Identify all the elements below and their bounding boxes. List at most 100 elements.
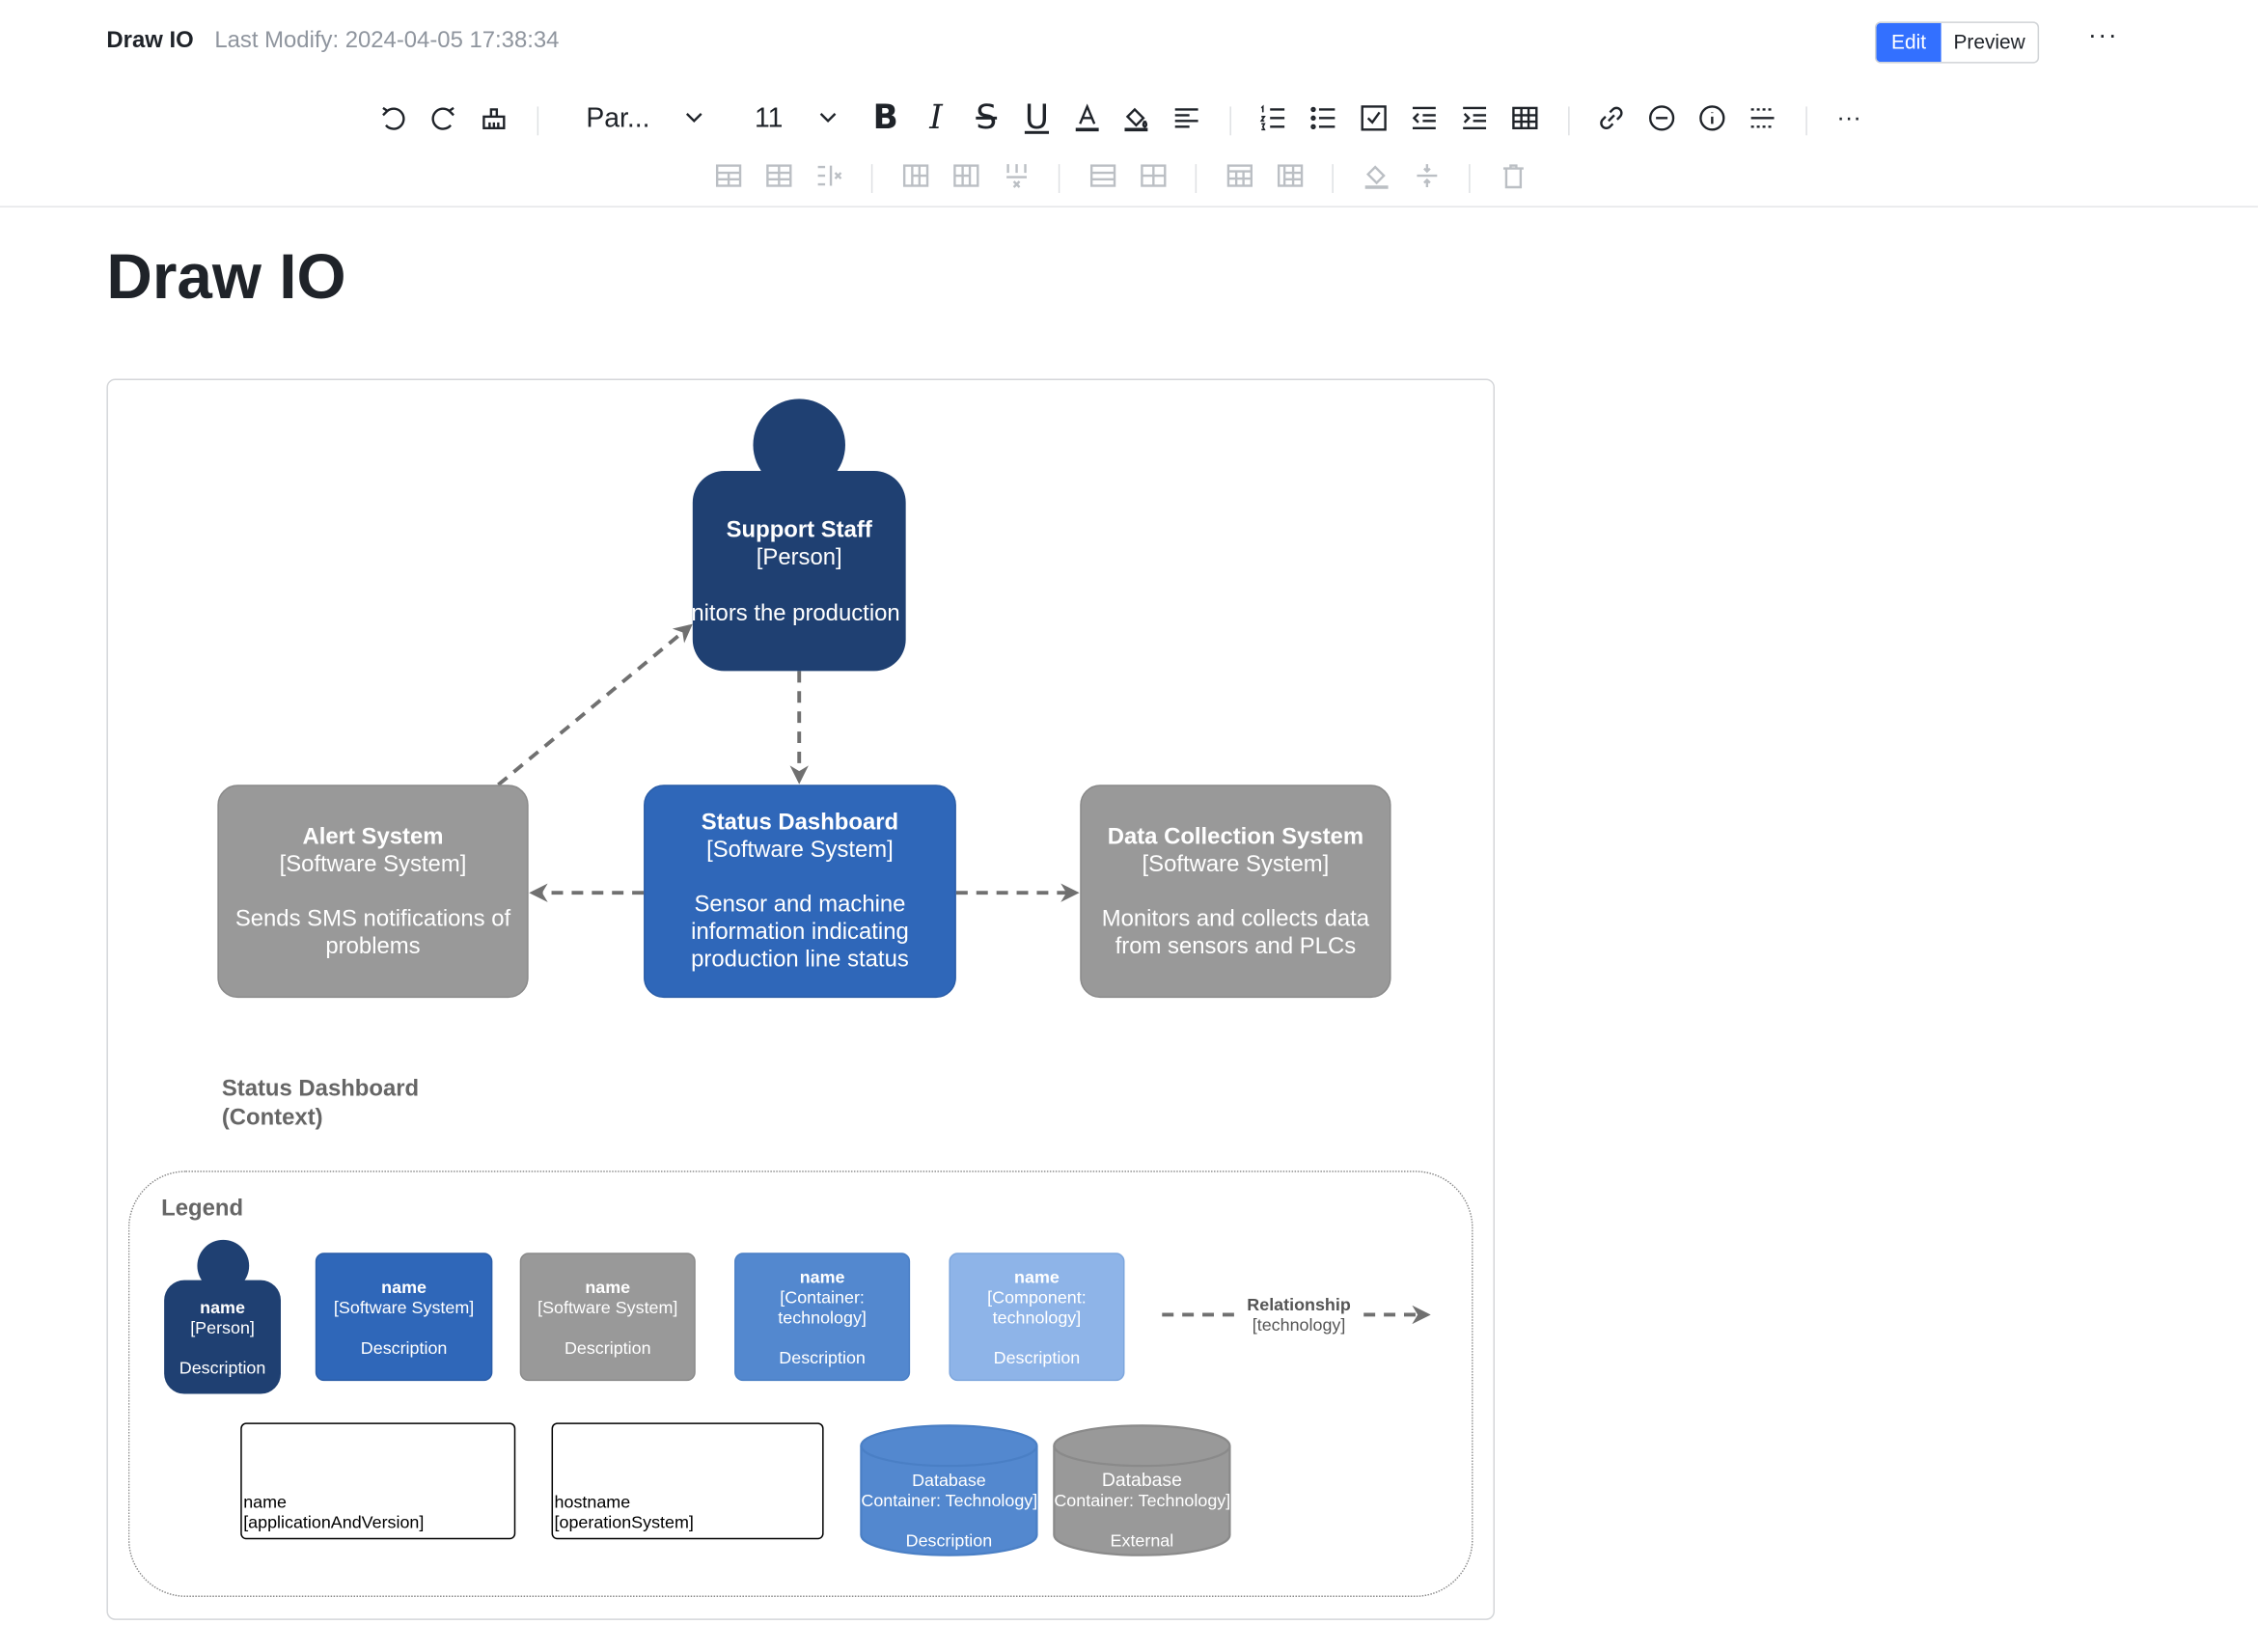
db-type: Container: Technology] xyxy=(861,1490,1038,1511)
edit-mode-button[interactable]: Edit xyxy=(1876,22,1941,63)
bold-icon[interactable]: B xyxy=(872,98,898,137)
legend-item-title: name xyxy=(381,1276,427,1297)
legend-container[interactable] xyxy=(127,1170,1473,1597)
code-block-icon[interactable] xyxy=(1740,95,1786,141)
external-database-cylinder xyxy=(1053,1424,1231,1556)
box-line: [operationSystem] xyxy=(554,1511,694,1532)
node-title: Support Staff xyxy=(726,518,872,543)
box-line: [applicationAndVersion] xyxy=(243,1511,425,1532)
node-title: Data Collection System xyxy=(1107,824,1364,849)
legend-external-system[interactable]: name [Software System] Description xyxy=(519,1253,696,1382)
toolbar-divider xyxy=(1568,106,1570,136)
node-type: [Software System] xyxy=(1142,851,1330,877)
font-size-select[interactable]: 11 xyxy=(754,103,784,134)
legend-item-type: [Component: xyxy=(987,1286,1087,1308)
align-left-icon[interactable] xyxy=(1164,95,1210,141)
node-description: Sensor and machine xyxy=(694,893,906,918)
legend-container-item[interactable]: name [Container: technology] Description xyxy=(734,1253,911,1382)
toolbar-divider xyxy=(1469,164,1471,193)
node-description: information indicating xyxy=(691,920,909,945)
legend-host-box[interactable]: hostname [operationSystem] xyxy=(551,1422,824,1540)
font-color-icon[interactable] xyxy=(1064,95,1111,141)
insert-col-right-icon[interactable] xyxy=(943,152,989,199)
alert-system-node[interactable]: Alert System [Software System] Sends SMS… xyxy=(217,785,529,999)
delete-row-icon[interactable] xyxy=(807,152,853,199)
indent-icon[interactable] xyxy=(1451,95,1498,141)
insert-row-below-icon[interactable] xyxy=(756,152,802,199)
preview-mode-button[interactable]: Preview xyxy=(1953,30,2025,54)
chevron-down-icon[interactable] xyxy=(671,95,717,141)
legend-item-description: Description xyxy=(179,1357,266,1378)
redo-icon[interactable] xyxy=(421,95,467,141)
node-type: [Person] xyxy=(756,545,842,570)
strikethrough-icon[interactable]: S xyxy=(976,98,998,137)
ordered-list-icon[interactable] xyxy=(1250,95,1296,141)
legend-item-type: [Software System] xyxy=(537,1296,678,1317)
support-staff-node[interactable]: Support Staff [Person] nitors the produc… xyxy=(692,470,906,672)
checklist-icon[interactable] xyxy=(1351,95,1397,141)
delete-table-icon[interactable] xyxy=(1491,152,1537,199)
context-title-line: (Context) xyxy=(221,1106,323,1131)
legend-item-type: [Person] xyxy=(190,1316,255,1337)
node-type: [Software System] xyxy=(279,851,467,877)
format-painter-icon[interactable] xyxy=(471,95,517,141)
legend-item-title: name xyxy=(1014,1266,1060,1287)
box-line: hostname xyxy=(554,1492,631,1512)
divider-insert-icon[interactable] xyxy=(1638,95,1685,141)
paragraph-style-select[interactable]: Par... xyxy=(586,103,650,134)
merge-cells-icon[interactable] xyxy=(1080,152,1126,199)
legend-external-database-label: Database Container: Technology] External xyxy=(1054,1470,1230,1552)
page-title: Draw IO xyxy=(106,241,346,313)
insert-row-above-icon[interactable] xyxy=(705,152,752,199)
toolbar-divider xyxy=(1058,164,1060,193)
vertical-align-icon[interactable] xyxy=(1404,152,1450,199)
relationship-tech: [technology] xyxy=(1252,1314,1346,1335)
more-options-button[interactable]: ··· xyxy=(2087,19,2119,49)
legend-item-type: technology] xyxy=(778,1307,867,1328)
cell-fill-icon[interactable] xyxy=(1354,152,1400,199)
toolbar-divider xyxy=(1229,106,1231,136)
italic-icon[interactable]: I xyxy=(929,98,943,137)
legend-application-box[interactable]: name [applicationAndVersion] xyxy=(240,1422,516,1540)
legend-component-item[interactable]: name [Component: technology] Description xyxy=(949,1253,1125,1382)
highlight-color-icon[interactable] xyxy=(1114,95,1160,141)
node-title: Alert System xyxy=(302,824,444,849)
legend-person[interactable]: name [Person] Description xyxy=(164,1280,281,1394)
toolbar-divider xyxy=(537,106,539,136)
alert-to-staff-arrow xyxy=(497,623,693,786)
db-description: External xyxy=(1110,1530,1174,1552)
node-description: problems xyxy=(325,933,421,959)
legend-item-description: Description xyxy=(564,1336,651,1358)
insert-col-left-icon[interactable] xyxy=(893,152,939,199)
toolbar-more-button[interactable]: ··· xyxy=(1836,103,1861,131)
node-description: nitors the production xyxy=(692,601,900,627)
table-icon[interactable] xyxy=(1501,95,1548,141)
info-icon[interactable] xyxy=(1689,95,1735,141)
underline-icon[interactable]: U xyxy=(1024,98,1050,137)
legend-software-system[interactable]: name [Software System] Description xyxy=(315,1253,493,1382)
toolbar-divider xyxy=(1805,106,1807,136)
toolbar-divider xyxy=(1332,164,1334,193)
node-title: Status Dashboard xyxy=(701,811,899,836)
status-dashboard-node[interactable]: Status Dashboard [Software System] Senso… xyxy=(644,785,956,999)
chevron-down-icon[interactable] xyxy=(805,95,851,141)
node-description: Monitors and collects data xyxy=(1101,906,1370,931)
header-row-icon[interactable] xyxy=(1217,152,1263,199)
undo-icon[interactable] xyxy=(371,95,417,141)
db-description: Description xyxy=(905,1530,993,1552)
delete-col-icon[interactable] xyxy=(994,152,1040,199)
legend-item-type: [Software System] xyxy=(333,1296,475,1317)
node-description: Sends SMS notifications of xyxy=(234,906,511,931)
db-name: Database xyxy=(912,1470,986,1491)
header-bar: Draw IO Last Modify: 2024-04-05 17:38:34… xyxy=(0,0,2258,84)
legend-item-description: Description xyxy=(779,1347,866,1367)
outdent-icon[interactable] xyxy=(1401,95,1447,141)
table-toolbar xyxy=(0,152,2258,205)
node-type: [Software System] xyxy=(706,838,894,863)
bullet-list-icon[interactable] xyxy=(1301,95,1347,141)
data-collection-node[interactable]: Data Collection System [Software System]… xyxy=(1080,785,1391,999)
node-description: from sensors and PLCs xyxy=(1115,933,1357,959)
header-col-icon[interactable] xyxy=(1267,152,1313,199)
split-cells-icon[interactable] xyxy=(1130,152,1176,199)
link-icon[interactable] xyxy=(1588,95,1635,141)
